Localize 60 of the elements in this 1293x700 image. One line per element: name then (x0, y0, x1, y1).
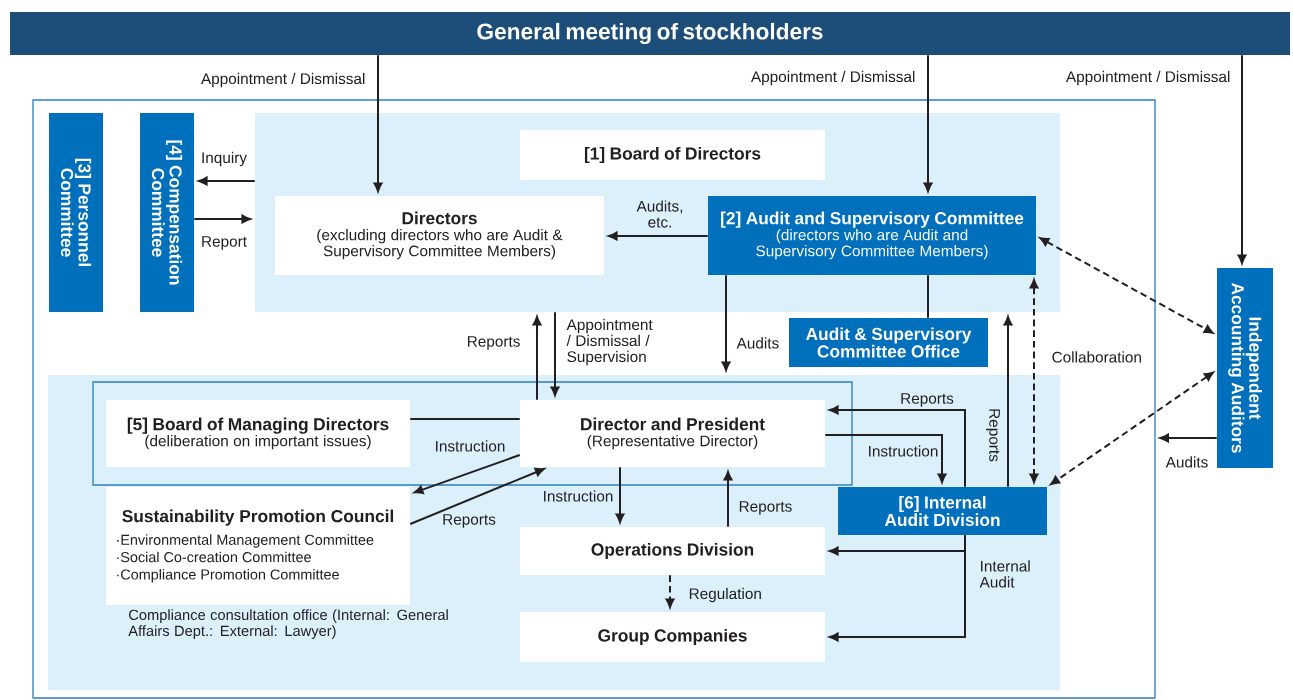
company-frame (32, 99, 1156, 699)
note-text: Compliance consultation office (Internal: General Affairs Dept.: External: Lawyer) (128, 609, 448, 639)
edge-label: Collaboration (1052, 351, 1141, 363)
arrow (1237, 54, 1247, 264)
dashed-arrow (665, 574, 675, 608)
council-box: Sustainability Promotion Council ·Environmental Management Committee ·Social Co-creation Committee ·Compliance Promotion Committee (106, 487, 410, 605)
edge-label: Audits (736, 337, 779, 349)
arrow (1003, 316, 1013, 488)
arrow (615, 466, 625, 523)
directors-box: Directors (excluding directors who are Audit & Supervisory Committee Members) (275, 196, 604, 275)
edge-label: Audits, etc. (636, 200, 683, 228)
dashed-arrow (1029, 279, 1039, 483)
edge-label: Appointment / Dismissal (750, 70, 915, 86)
board-box: [5] Board of Managing Directors (deliberation on important issues) (106, 400, 410, 467)
edge-label: Internal Audit (979, 560, 1030, 588)
arrow (532, 316, 542, 401)
arrow (373, 54, 383, 192)
arrow (829, 405, 966, 488)
edge-label: Audits (1165, 456, 1208, 468)
header-band: General meeting of stockholders (10, 12, 1290, 55)
committee-box: [3] Personnel Committee (49, 113, 103, 312)
edge-label: Instruction (544, 490, 613, 502)
edge-label: Inquiry (202, 151, 247, 167)
arrow (193, 214, 251, 224)
dashed-arrow (1039, 237, 1214, 334)
arrow (723, 471, 733, 528)
committee-box: [2] Audit and Supervisory Committee (directors who are Audit and Supervisory Committee Members) (708, 196, 1036, 275)
edge-label: Appointment / Dismissal / Supervision (566, 318, 653, 366)
arrow (608, 231, 709, 241)
connector-line (409, 418, 521, 420)
edge-label: Instruction (869, 445, 938, 457)
edge-label: Report (202, 236, 247, 250)
edge-label: Regulation (689, 587, 761, 603)
edge-label: Appointment / Dismissal (1065, 70, 1230, 86)
edge-label: Reports (901, 393, 954, 407)
office-box: Audit & Supervisory Committee Office (789, 318, 988, 367)
companies-box: Group Companies (520, 612, 825, 662)
edge-label: Reports (739, 501, 792, 515)
arrow (829, 534, 966, 642)
edge-label: Appointment / Dismissal (200, 72, 365, 88)
arrow (1159, 433, 1218, 443)
edge-label: Reports (443, 514, 496, 528)
arrow (550, 311, 560, 396)
president-box: Director and President (Representative Director) (520, 400, 825, 467)
division-box: [6] Internal Audit Division (838, 487, 1047, 535)
arrow (721, 274, 731, 371)
division-box: Operations Division (520, 527, 825, 575)
connector-line (927, 274, 929, 319)
auditors-box: Independent Accounting Auditors (1217, 268, 1273, 468)
arrow (409, 467, 545, 525)
committee-box: [4] Compensation Committee (140, 113, 194, 312)
dashed-arrow (1050, 371, 1214, 485)
arrow (413, 454, 521, 495)
arrow (198, 176, 256, 186)
arrow (923, 54, 933, 192)
arrow (824, 434, 947, 483)
edge-label: Reports (467, 336, 520, 350)
edge-label: Instruction (436, 440, 505, 452)
edge-label: Reports (986, 409, 1000, 462)
title-box: [1] Board of Directors (520, 130, 825, 180)
